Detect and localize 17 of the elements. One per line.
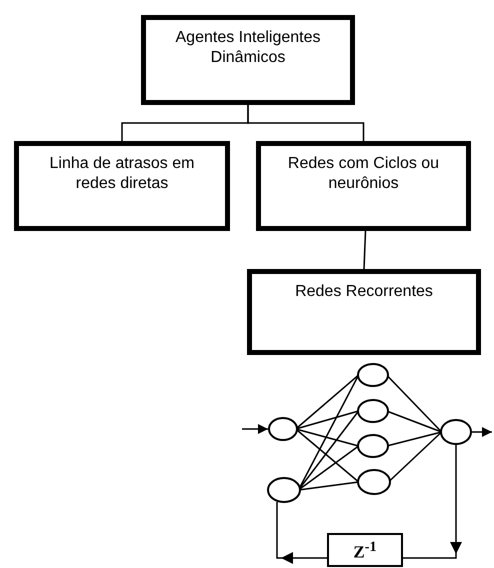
node-label: Z$^{-1}$ (353, 538, 377, 563)
neuron-circle (357, 363, 389, 387)
neuron-circle (268, 417, 298, 441)
node-label: Redes com Ciclos ou neurônios (286, 154, 440, 194)
category-box (14, 141, 230, 231)
node-label: Agentes Inteligentes Dinâmicos (174, 28, 322, 68)
neuron-circle (357, 399, 389, 423)
node-label: Redes Recorrentes (295, 282, 433, 302)
neuron-circle (357, 469, 391, 495)
node-label: Linha de atrasos em redes diretas (48, 154, 196, 194)
delay-box (327, 533, 403, 567)
category-box (247, 269, 481, 355)
neuron-circle (440, 419, 472, 445)
neuron-circle (357, 434, 389, 458)
title-box (141, 15, 355, 105)
neuron-circle (267, 477, 301, 503)
category-box (256, 141, 471, 231)
